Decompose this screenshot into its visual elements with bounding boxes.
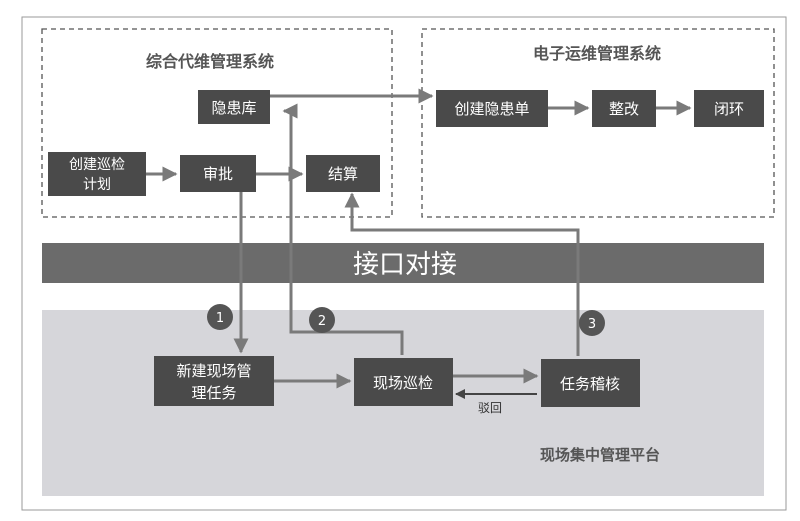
node-new-field-task <box>154 356 274 406</box>
node-rectify-label: 整改 <box>609 100 639 118</box>
node-create-patrol-plan-line1: 创建巡检 <box>69 157 125 173</box>
node-rectify <box>592 90 656 127</box>
group-right-title: 电子运维管理系统 <box>533 44 661 63</box>
node-new-field-task-line2: 理任务 <box>191 384 236 402</box>
node-task-audit-label: 任务稽核 <box>560 375 620 393</box>
group-right-frame <box>421 28 775 218</box>
interface-bar-label: 接口对接 <box>353 250 457 280</box>
group-left-frame <box>41 28 393 218</box>
interface-bar <box>42 243 764 283</box>
node-field-patrol <box>354 358 453 406</box>
node-close-loop-label: 闭环 <box>714 100 744 118</box>
edge-audit-to-settlement <box>344 192 580 356</box>
node-approval <box>180 155 256 192</box>
node-field-patrol-label: 现场巡检 <box>373 374 433 392</box>
svg-text:1: 1 <box>216 311 224 326</box>
badge-3: 3 <box>579 310 605 336</box>
edge-patrol-to-lib <box>282 103 404 355</box>
svg-text:2: 2 <box>318 314 326 329</box>
node-approval-label: 审批 <box>203 165 233 183</box>
node-create-patrol-plan <box>48 152 146 196</box>
node-create-patrol-plan-line2: 计划 <box>83 177 111 193</box>
node-task-audit <box>541 359 640 407</box>
node-close-loop <box>694 90 764 127</box>
node-hidden-danger-lib <box>198 90 270 124</box>
node-create-hidden-danger-ticket-label: 创建隐患单 <box>454 100 529 118</box>
platform-title: 现场集中管理平台 <box>540 446 660 464</box>
badge-1: 1 <box>207 304 233 330</box>
svg-text:3: 3 <box>588 317 596 332</box>
node-create-hidden-danger-ticket <box>436 90 548 127</box>
badge-2: 2 <box>309 307 335 333</box>
group-left-title: 综合代维管理系统 <box>146 52 274 71</box>
node-settlement <box>306 155 380 192</box>
node-hidden-danger-lib-label: 隐患库 <box>211 99 256 117</box>
node-new-field-task-line1: 新建现场管 <box>176 362 251 380</box>
reject-label: 驳回 <box>478 401 502 415</box>
node-settlement-label: 结算 <box>328 165 358 183</box>
